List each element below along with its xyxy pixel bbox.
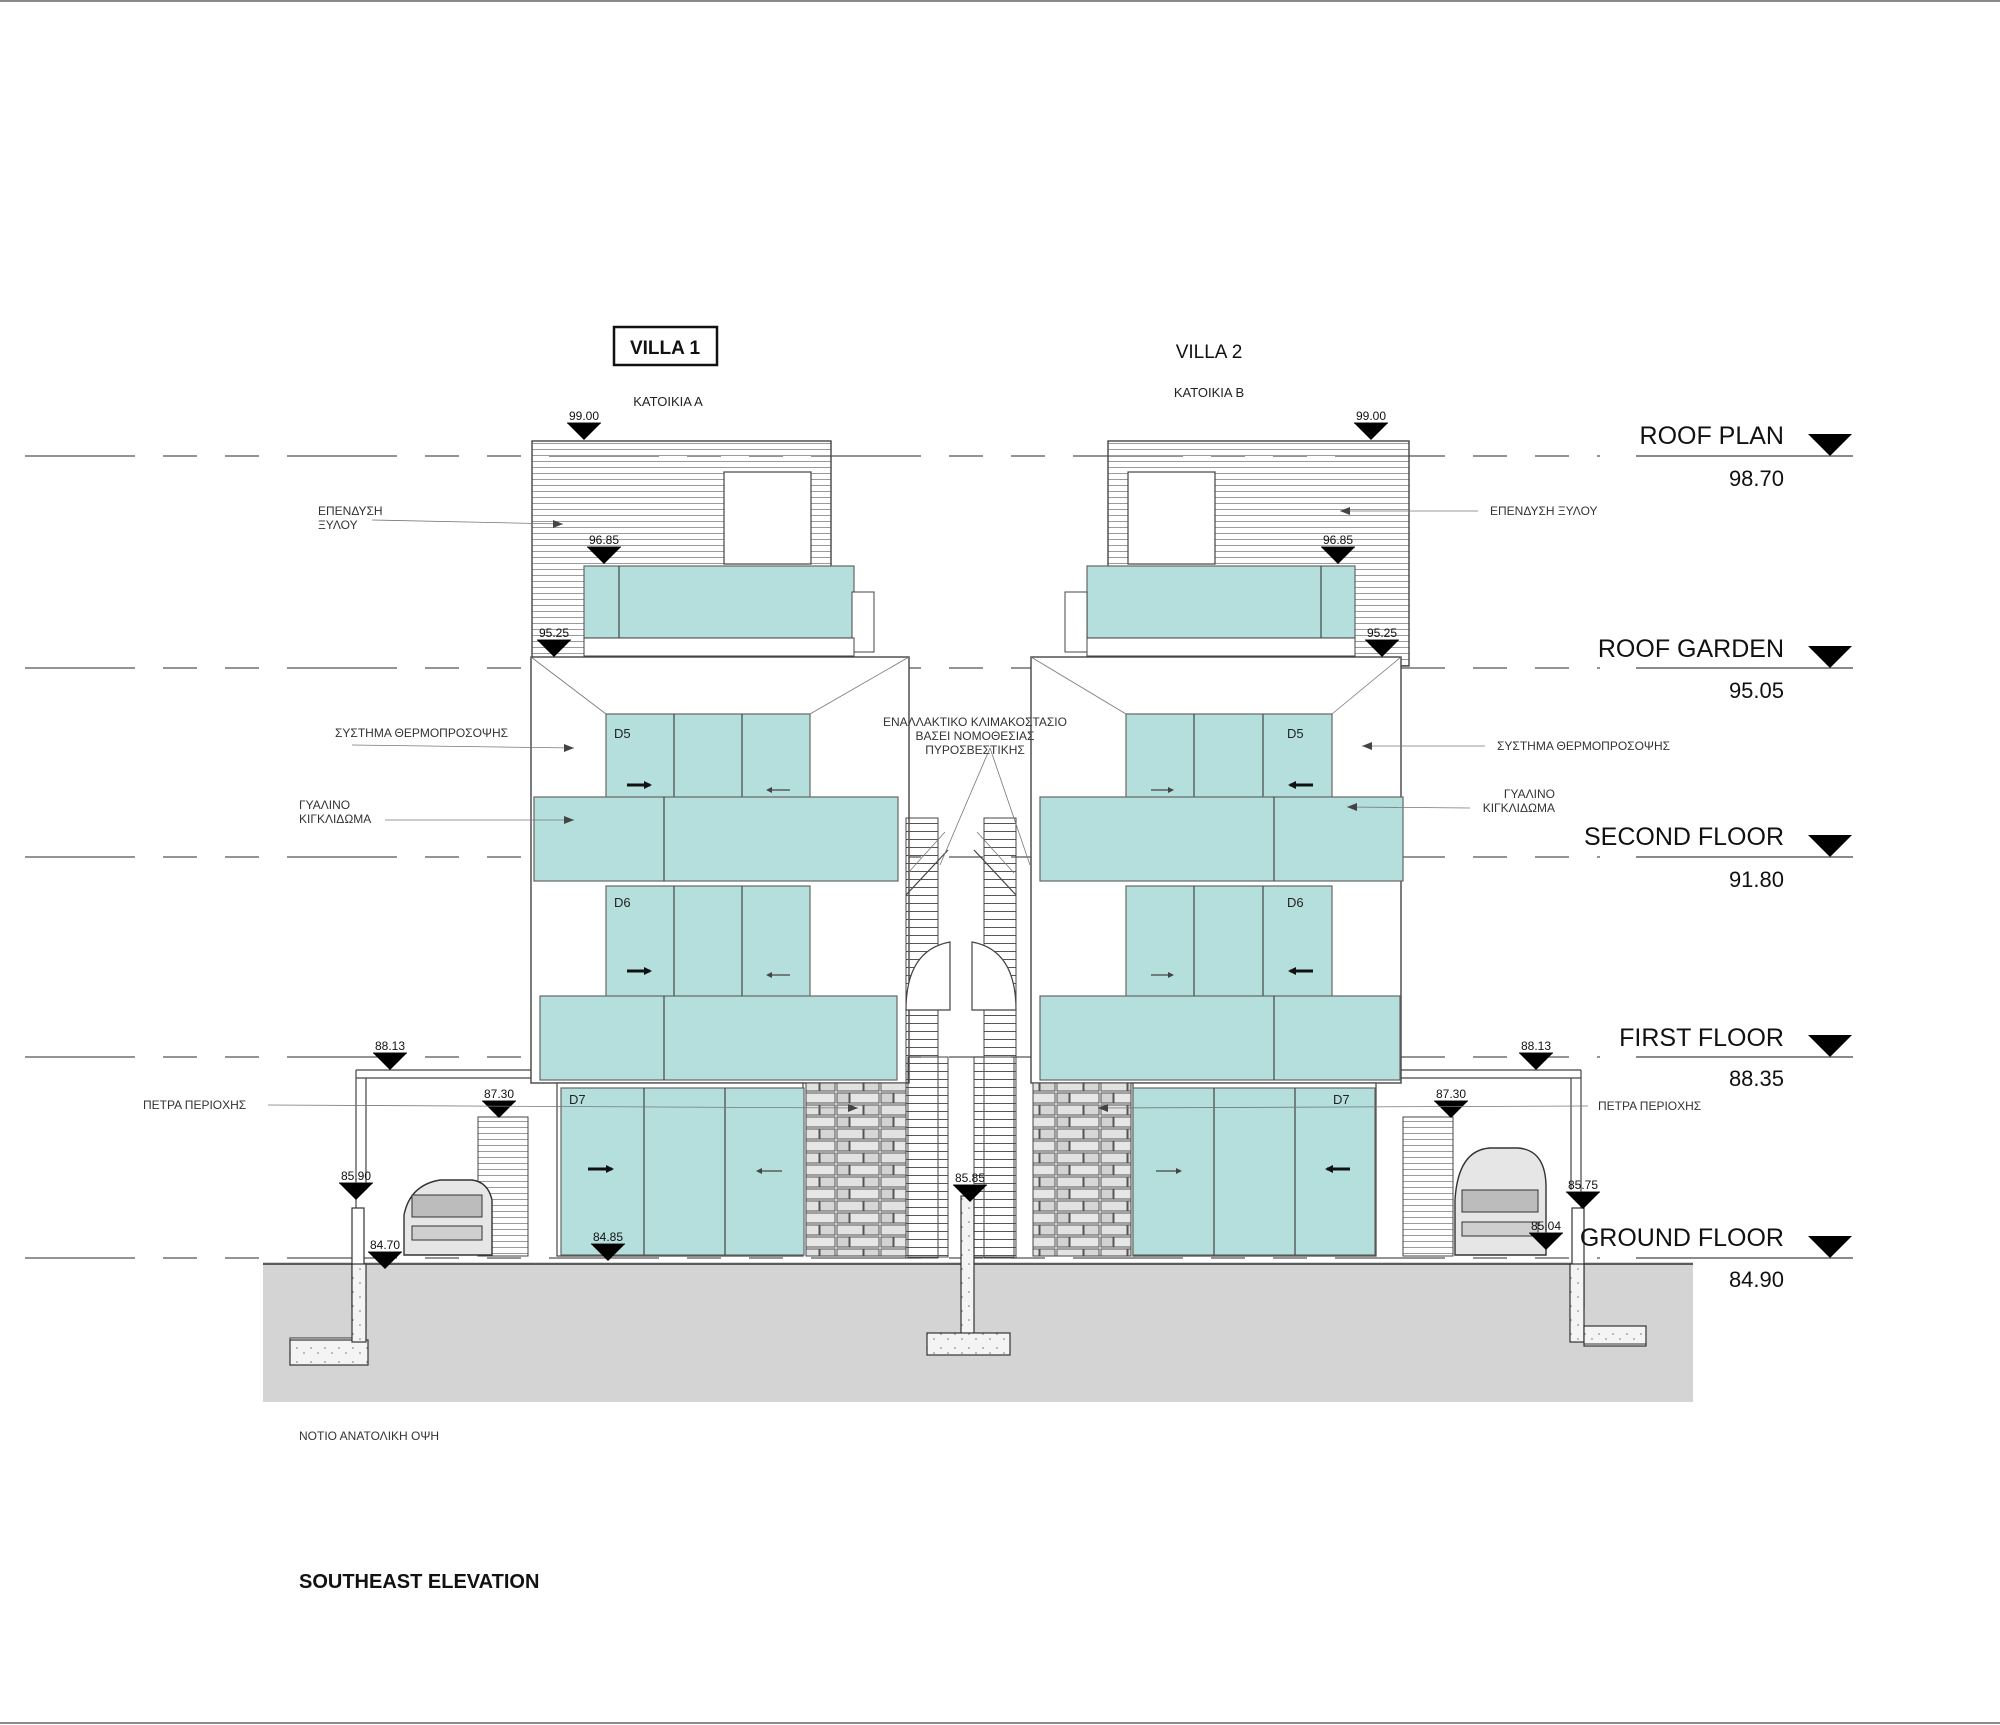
svg-text:98.70: 98.70: [1729, 466, 1784, 491]
svg-text:ΣΥΣΤΗΜΑ ΘΕΡΜΟΠΡΟΣΟΨΗΣ: ΣΥΣΤΗΜΑ ΘΕΡΜΟΠΡΟΣΟΨΗΣ: [335, 726, 508, 740]
svg-text:88.35: 88.35: [1729, 1066, 1784, 1091]
svg-text:ΠΕΤΡΑ ΠΕΡΙΟΧΗΣ: ΠΕΤΡΑ ΠΕΡΙΟΧΗΣ: [143, 1098, 246, 1112]
level-triangle-icon: [1808, 434, 1852, 456]
elevation-marker-icon: [587, 547, 621, 564]
arrow-icon: [1098, 1104, 1108, 1112]
svg-text:GROUND FLOOR: GROUND FLOOR: [1580, 1224, 1784, 1252]
elevation-marker-icon: [953, 1185, 987, 1202]
level-marker-ground-floor: GROUND FLOOR 84.90: [1580, 1224, 1853, 1292]
level-marker-roof-plan: ROOF PLAN 98.70: [1636, 422, 1853, 491]
arrow-icon: [848, 1104, 858, 1112]
door-tag-d6-left: D6: [614, 895, 631, 910]
level-marker-first-floor: FIRST FLOOR 88.35: [1619, 1024, 1853, 1091]
arrow-icon: [564, 816, 574, 824]
greek-view-caption: ΝΟΤΙΟ ΑΝΑΤΟΛΙΚΗ ΟΨΗ: [299, 1429, 439, 1443]
center-stair: [905, 747, 1031, 1356]
elevation-marker-icon: [1566, 1192, 1600, 1209]
door-tags: D5 D5 D6 D6 D7 D7: [569, 726, 1350, 1107]
arrow-icon: [553, 520, 563, 528]
svg-text:ΚΙΓΚΛΙΔΩΜΑ: ΚΙΓΚΛΙΔΩΜΑ: [299, 812, 371, 826]
svg-text:84.85: 84.85: [593, 1230, 623, 1244]
level-marker-roof-garden: ROOF GARDEN 95.05: [1598, 635, 1853, 703]
svg-text:FIRST FLOOR: FIRST FLOOR: [1619, 1024, 1784, 1052]
svg-text:95.25: 95.25: [1367, 626, 1397, 640]
svg-text:ΓΥΑΛΙΝΟ: ΓΥΑΛΙΝΟ: [1504, 787, 1555, 801]
elevation-marker-icon: [373, 1053, 407, 1070]
elevation-marker-icon: [591, 1244, 625, 1261]
svg-text:99.00: 99.00: [569, 409, 599, 423]
elevation-marker-icon: [1354, 423, 1388, 440]
door-tag-d6-right: D6: [1287, 895, 1304, 910]
svg-text:ΒΑΣΕΙ ΝΟΜΟΘΕΣΙΑΣ: ΒΑΣΕΙ ΝΟΜΟΘΕΣΙΑΣ: [916, 729, 1035, 743]
svg-text:95.05: 95.05: [1729, 678, 1784, 703]
svg-text:ROOF GARDEN: ROOF GARDEN: [1598, 635, 1784, 663]
elevation-marker-icon: [339, 1183, 373, 1200]
svg-text:87.30: 87.30: [1436, 1087, 1466, 1101]
svg-text:99.00: 99.00: [1356, 409, 1386, 423]
svg-text:88.13: 88.13: [1521, 1039, 1551, 1053]
material-annotations: ΕΠΕΝΔΥΣΗ ΞΥΛΟΥ ΕΠΕΝΔΥΣΗ ΞΥΛΟΥ ΣΥΣΤΗΜΑ ΘΕ…: [143, 504, 1701, 1113]
elevation-marker-icon: [1365, 640, 1399, 657]
elevation-marker-icon: [482, 1101, 516, 1118]
car-right: [1454, 1147, 1547, 1256]
svg-text:ΠΥΡΟΣΒΕΣΤΙΚΗΣ: ΠΥΡΟΣΒΕΣΤΙΚΗΣ: [925, 743, 1025, 757]
elevation-marker-icon: [1321, 547, 1355, 564]
arrow-icon: [1347, 803, 1357, 811]
svg-text:88.13: 88.13: [375, 1039, 405, 1053]
svg-text:ΚΙΓΚΛΙΔΩΜΑ: ΚΙΓΚΛΙΔΩΜΑ: [1483, 801, 1555, 815]
svg-text:84.70: 84.70: [370, 1238, 400, 1252]
svg-text:ΣΥΣΤΗΜΑ ΘΕΡΜΟΠΡΟΣΟΨΗΣ: ΣΥΣΤΗΜΑ ΘΕΡΜΟΠΡΟΣΟΨΗΣ: [1497, 739, 1670, 753]
svg-text:85.90: 85.90: [341, 1169, 371, 1183]
elevation-marker-icon: [1434, 1101, 1468, 1118]
level-triangle-icon: [1808, 835, 1852, 857]
svg-text:84.90: 84.90: [1729, 1267, 1784, 1292]
elevation-marker-icon: [1519, 1053, 1553, 1070]
svg-text:95.25: 95.25: [539, 626, 569, 640]
arrow-icon: [1362, 742, 1372, 750]
svg-text:ΕΠΕΝΔΥΣΗ: ΕΠΕΝΔΥΣΗ: [318, 504, 383, 518]
level-triangle-icon: [1808, 646, 1852, 668]
drawing-title: SOUTHEAST ELEVATION: [299, 1571, 539, 1593]
svg-text:SECOND FLOOR: SECOND FLOOR: [1584, 823, 1784, 851]
ground-section: [263, 1262, 1693, 1402]
svg-text:85.85: 85.85: [955, 1171, 985, 1185]
svg-text:ΕΝΑΛΛΑΚΤΙΚΟ ΚΛΙΜΑΚΟΣΤΑΣΙΟ: ΕΝΑΛΛΑΚΤΙΚΟ ΚΛΙΜΑΚΟΣΤΑΣΙΟ: [883, 715, 1067, 729]
sliding-door-arrows: [588, 781, 1350, 1174]
svg-text:85.04: 85.04: [1531, 1219, 1561, 1233]
villa-1-building: [289, 440, 910, 1366]
svg-text:85.75: 85.75: [1568, 1178, 1598, 1192]
arrow-icon: [1340, 507, 1350, 515]
svg-text:ΠΕΤΡΑ ΠΕΡΙΟΧΗΣ: ΠΕΤΡΑ ΠΕΡΙΟΧΗΣ: [1598, 1099, 1701, 1113]
svg-text:ΞΥΛΟΥ: ΞΥΛΟΥ: [318, 518, 358, 532]
villa-2-building: [1030, 440, 1647, 1347]
spot-elevations: 99.00 96.85 95.25 88.13 87.30 85.90 84.7…: [339, 409, 1600, 1269]
level-triangle-icon: [1808, 1035, 1852, 1057]
villa-1-title-box: [612, 325, 719, 367]
elevation-marker-icon: [567, 423, 601, 440]
svg-text:87.30: 87.30: [484, 1087, 514, 1101]
level-marker-second-floor: SECOND FLOOR 91.80: [1584, 823, 1853, 892]
villa-1-subtitle: ΚΑΤΟΙΚΙΑ Α: [633, 394, 703, 409]
svg-text:96.85: 96.85: [1323, 533, 1353, 547]
svg-text:ROOF PLAN: ROOF PLAN: [1640, 422, 1784, 450]
elevation-marker-icon: [1529, 1233, 1563, 1250]
elevation-marker-icon: [368, 1252, 402, 1269]
svg-text:ΕΠΕΝΔΥΣΗ ΞΥΛΟΥ: ΕΠΕΝΔΥΣΗ ΞΥΛΟΥ: [1490, 504, 1598, 518]
elevation-marker-icon: [537, 640, 571, 657]
villa-2-title: VILLA 2: [1176, 342, 1243, 363]
door-tag-d5-left: D5: [614, 726, 631, 741]
svg-text:ΓΥΑΛΙΝΟ: ΓΥΑΛΙΝΟ: [299, 798, 350, 812]
car-left: [403, 1179, 493, 1256]
villa-2-subtitle: ΚΑΤΟΙΚΙΑ Β: [1174, 385, 1244, 400]
door-tag-d7-left: D7: [569, 1092, 586, 1107]
arrow-icon: [564, 744, 574, 752]
svg-text:96.85: 96.85: [589, 533, 619, 547]
level-triangle-icon: [1808, 1236, 1852, 1258]
door-tag-d5-right: D5: [1287, 726, 1304, 741]
door-tag-d7-right: D7: [1333, 1092, 1350, 1107]
villa-1-title: VILLA 1: [630, 338, 700, 359]
svg-text:91.80: 91.80: [1729, 867, 1784, 892]
